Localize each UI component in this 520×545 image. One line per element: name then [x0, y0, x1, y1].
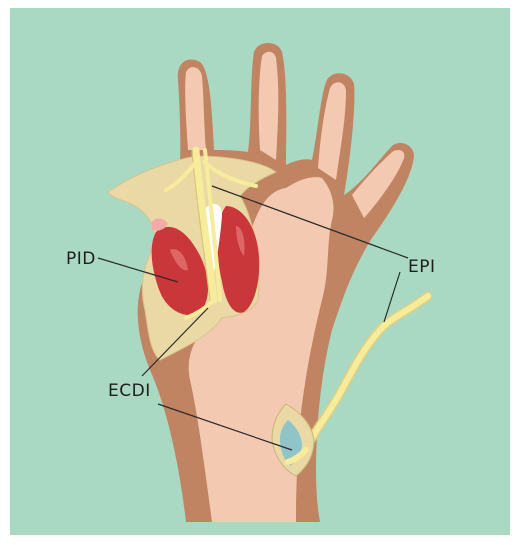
finger-highlight-middle — [259, 52, 279, 160]
label-epi: EPI — [408, 257, 436, 277]
label-pid: PID — [66, 249, 96, 269]
label-ecdi: ECDI — [108, 381, 151, 401]
